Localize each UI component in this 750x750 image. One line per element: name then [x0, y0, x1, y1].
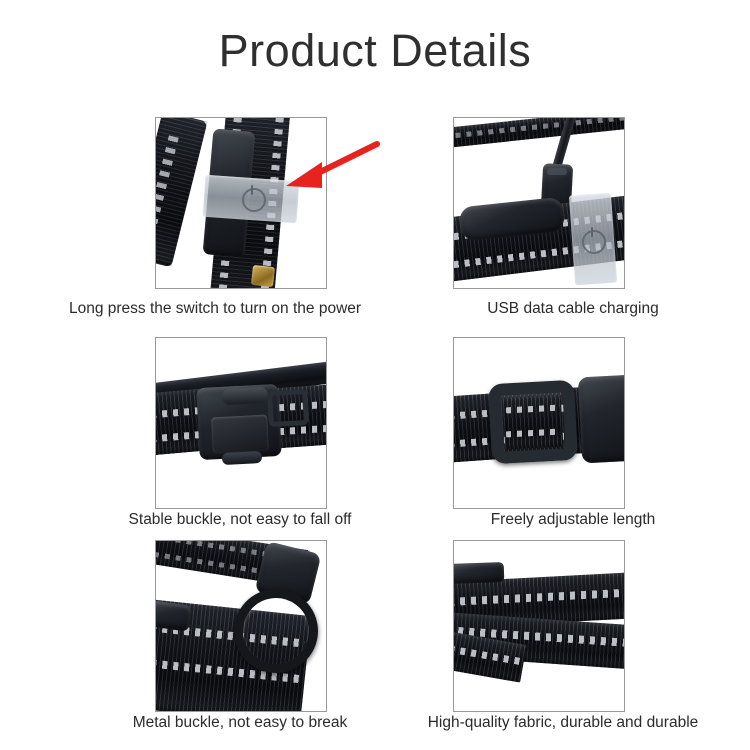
caption-quality-fabric: High-quality fabric, durable and durable [427, 714, 699, 731]
caption-usb-charging: USB data cable charging [487, 300, 659, 317]
photo-power-switch [156, 118, 326, 288]
panel-image-usb-charging[interactable] [453, 117, 625, 289]
panel-image-quality-fabric[interactable] [453, 540, 625, 712]
photo-stable-buckle [156, 338, 326, 508]
power-icon-stem [591, 227, 593, 237]
photo-usb-charging [454, 118, 624, 288]
buckle-end [577, 374, 624, 464]
caption-stable-buckle: Stable buckle, not easy to fall off [128, 511, 352, 528]
brass-hardware [251, 264, 275, 288]
caption-adjustable-length: Freely adjustable length [490, 511, 656, 528]
buckle-latch [221, 386, 269, 406]
caption-metal-buckle: Metal buckle, not easy to break [132, 714, 348, 731]
power-icon [582, 230, 606, 254]
photo-metal-buckle [156, 541, 326, 711]
panel-image-stable-buckle[interactable] [155, 337, 327, 509]
photo-adjustable-length [454, 338, 624, 508]
caption-power-switch: Long press the switch to turn on the pow… [68, 300, 362, 317]
panel-image-metal-buckle[interactable] [155, 540, 327, 712]
page-title: Product Details [218, 25, 532, 76]
arrow-pointer-icon [286, 141, 380, 188]
panel-image-adjustable-length[interactable] [453, 337, 625, 509]
power-icon-stem [251, 185, 253, 195]
power-icon[interactable] [242, 188, 266, 212]
panel-image-power-switch[interactable] [155, 117, 327, 289]
photo-quality-fabric [454, 541, 624, 711]
